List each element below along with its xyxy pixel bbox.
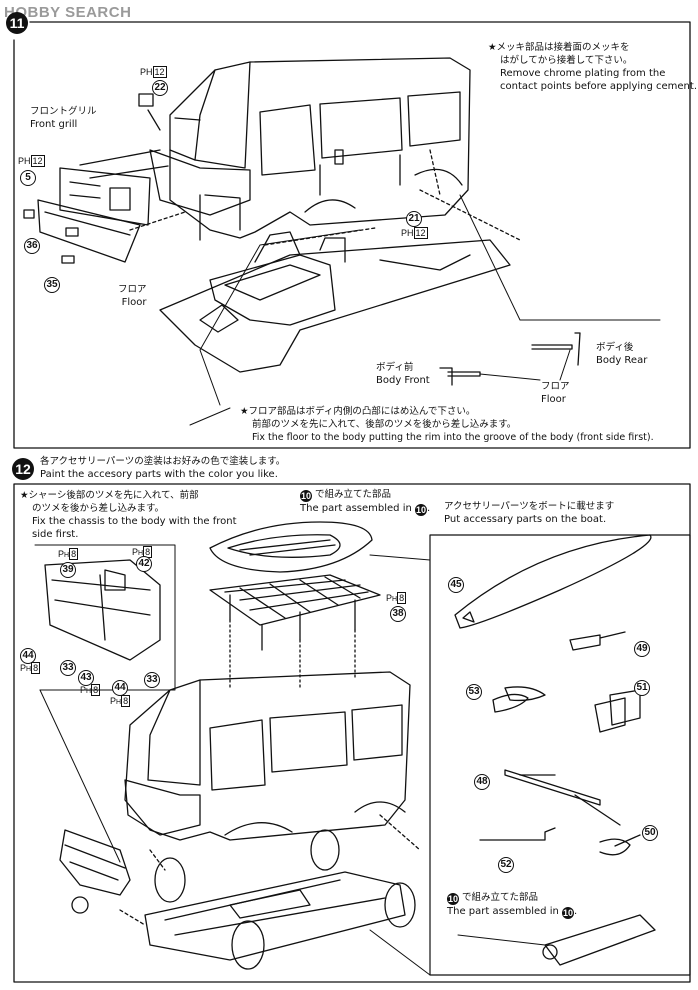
chrome-note-en-2: contact points before applying cement. [500, 81, 697, 92]
part-35: 35 [44, 277, 60, 293]
roof-boat [209, 521, 373, 573]
floor-en: Floor [121, 297, 147, 308]
part-22: 22 [152, 80, 168, 96]
floor-note-en: Fix the floor to the body putting the ri… [252, 432, 654, 443]
part-33: 33 [60, 660, 76, 676]
accessory-note: アクセサリーパーツをボートに載せます Put accessary parts o… [444, 500, 614, 526]
floor-part [159, 231, 511, 373]
floor-jp: フロア [118, 284, 147, 295]
van-body-step12 [124, 671, 411, 841]
chassis-note-en-2: side first. [32, 529, 79, 540]
floor-detail-label: フロア Floor [541, 380, 570, 406]
paint-note: 各アクセサリーパーツの塗装はお好みの色で塗装します。 Paint the acc… [40, 455, 285, 481]
step-ref-10: 10 [447, 893, 459, 905]
step-ref-10: 10 [300, 490, 312, 502]
front-grill-jp: フロントグリル [30, 106, 97, 117]
floor-note: ★フロア部品はボディ内側の凸部にはめ込んで下さい。 前部のツメを先に入れて、後部… [240, 405, 654, 444]
front-grill-label: フロントグリル Front grill [30, 105, 97, 131]
chassis-note-en-1: Fix the chassis to the body with the fro… [32, 516, 237, 527]
part-51: 51 [634, 680, 650, 696]
part-49: 49 [634, 641, 650, 657]
part-53: 53 [466, 684, 482, 700]
accessory-note-jp: アクセサリーパーツをボートに載せます [444, 501, 615, 512]
chassis-note-jp-2: のツメを後から差し込みます。 [32, 503, 165, 514]
chassis-note: ★シャーシ後部のツメを先に入れて、前部 のツメを後から差し込みます。 Fix t… [20, 489, 237, 541]
part-39: 39 [60, 562, 76, 578]
body-rear-jp: ボディ後 [596, 342, 634, 353]
step-11-number: 11 [6, 12, 28, 34]
chassis [144, 829, 416, 970]
step-ref-10: 10 [562, 907, 575, 919]
assembled2-en: The part assembled in [447, 906, 559, 917]
part-45: 45 [448, 577, 464, 593]
assembled2-label: 10 で組み立てた部品 The part assembled in 10. [447, 892, 578, 919]
detail-body-front [439, 367, 481, 386]
part-33b: 33 [144, 672, 160, 688]
detail-body-rear [531, 332, 581, 366]
part-52: 52 [498, 857, 514, 873]
roof-rack [209, 574, 381, 651]
step11-frame [13, 21, 691, 449]
step-ref-10: 10 [415, 504, 428, 516]
part-48: 48 [474, 774, 490, 790]
body-rear-en: Body Rear [596, 355, 648, 366]
assembled-en: The part assembled in [300, 503, 412, 514]
part-42: 42 [136, 556, 152, 572]
floor-detail-en: Floor [541, 394, 566, 405]
part-44: 44 [20, 648, 36, 664]
chrome-note-jp-2: はがしてから接着して下さい。 [500, 55, 633, 66]
part-36: 36 [24, 238, 40, 254]
body-rear-label: ボディ後 Body Rear [596, 341, 647, 367]
paint-note-en: Paint the accesory parts with the color … [40, 469, 278, 480]
floor-detail-jp: フロア [541, 381, 570, 392]
van-body-step11 [149, 57, 471, 239]
accessory-note-en: Put accessary parts on the boat. [444, 514, 607, 525]
chrome-note: ★メッキ部品は接着面のメッキを はがしてから接着して下さい。 Remove ch… [488, 41, 697, 93]
step12-frame [13, 483, 691, 983]
front-grill-parts [23, 93, 154, 264]
assembled-jp: で組み立てた部品 [315, 489, 392, 500]
floor-label: フロア Floor [118, 283, 147, 309]
step-12-number: 12 [12, 458, 34, 480]
hobby-search-watermark: HOBBY SEARCH [4, 4, 132, 21]
grill-guard [44, 559, 161, 914]
part-5: 5 [20, 170, 36, 186]
assembled-label: 10 で組み立てた部品 The part assembled in 10. [300, 489, 431, 516]
paint-note-jp: 各アクセサリーパーツの塗装はお好みの色で塗装します。 [40, 456, 286, 467]
front-grill-en: Front grill [30, 119, 78, 130]
floor-note-jp-1: ★フロア部品はボディ内側の凸部にはめ込んで下さい。 [240, 406, 476, 417]
body-front-label: ボディ前 Body Front [376, 361, 430, 387]
part-43: 43 [78, 670, 94, 686]
assembled2-jp: で組み立てた部品 [462, 892, 539, 903]
body-front-jp: ボディ前 [376, 362, 414, 373]
part-38: 38 [390, 606, 406, 622]
part-44b: 44 [112, 680, 128, 696]
chrome-note-jp-1: ★メッキ部品は接着面のメッキを [488, 42, 630, 53]
floor-note-jp-2: 前部のツメを先に入れて、後部のツメを後から差し込みます。 [252, 419, 517, 430]
body-front-en: Body Front [376, 375, 430, 386]
chassis-note-jp-1: ★シャーシ後部のツメを先に入れて、前部 [20, 490, 199, 501]
chrome-note-en-1: Remove chrome plating from the [500, 68, 666, 79]
accessory-parts [454, 534, 656, 966]
part-21: 21 [406, 211, 422, 227]
arrow-grill [79, 149, 161, 166]
part-50: 50 [642, 825, 658, 841]
